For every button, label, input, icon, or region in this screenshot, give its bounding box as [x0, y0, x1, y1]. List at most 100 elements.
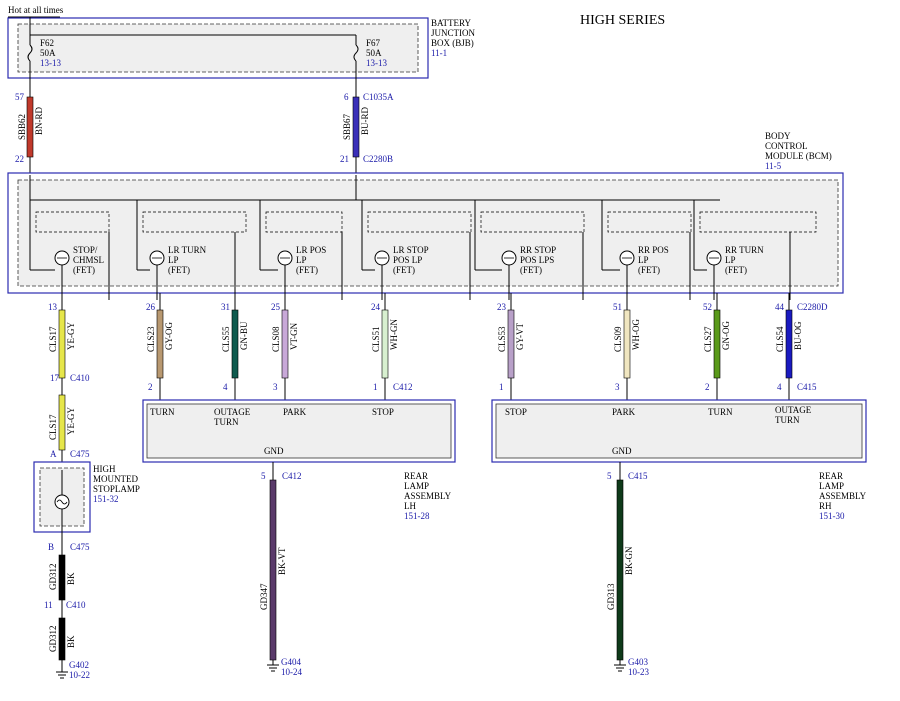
dest-conn: C415: [797, 382, 817, 392]
diagram-title: HIGH SERIES: [580, 13, 665, 28]
fuse-f62-amps: 50A: [40, 48, 56, 58]
lh-name-1: REAR: [404, 471, 428, 481]
lh-name-3: ASSEMBLY: [404, 491, 452, 501]
bcm-name-3: MODULE (BCM): [765, 151, 832, 161]
bcm-pin: 52: [703, 302, 712, 312]
bjb-name-2: JUNCTION: [431, 28, 475, 38]
rear-lamp-lh-inner: [146, 403, 452, 459]
fet-control-box: [367, 211, 472, 233]
wire-gd312-seg1: [58, 554, 66, 601]
lh-term-park: PARK: [283, 407, 307, 417]
bcm-pin: 31: [221, 302, 230, 312]
chmsl-pin-b: B: [48, 542, 54, 552]
bcm-pin: 25: [271, 302, 281, 312]
lh-gnd-color: BK-VT: [277, 547, 287, 575]
hot-at-all-times-label: Hot at all times: [8, 5, 64, 15]
fet-label: (FET): [520, 265, 542, 275]
fuse-f67-ref: 13-13: [366, 58, 387, 68]
rh-name-2: LAMP: [819, 481, 844, 491]
lh-gnd-conn: C412: [282, 471, 302, 481]
fuse-f67-icon: [353, 44, 359, 62]
bcm-pin: 13: [48, 302, 58, 312]
rh-gnd-conn: C415: [628, 471, 648, 481]
chmsl-name-3: STOPLAMP: [93, 484, 140, 494]
ground-symbol-icon: [614, 664, 626, 672]
bjb-ref: 11-1: [431, 48, 447, 58]
fet-label: RR STOP: [520, 245, 556, 255]
fuse-f62-ref: 13-13: [40, 58, 61, 68]
fet-label: LR STOP: [393, 245, 429, 255]
fet-label: (FET): [725, 265, 747, 275]
rh-term-outage-1: OUTAGE: [775, 405, 812, 415]
wire-color: VT-GN: [289, 322, 299, 350]
bcm-inner: [17, 179, 839, 287]
feed2-pin-bottom: 21: [340, 154, 349, 164]
fet-label: (FET): [393, 265, 415, 275]
rh-term-outage-2: TURN: [775, 415, 800, 425]
rh-gnd-circuit: GD313: [606, 583, 616, 610]
chmsl-ground: G402: [69, 660, 89, 670]
bjb-name-3: BOX (BJB): [431, 38, 474, 48]
feed1-pin-bottom: 22: [15, 154, 24, 164]
fuse-f62-icon: [27, 44, 33, 62]
lh-gnd-pin: 5: [261, 471, 266, 481]
fet-control-box: [265, 211, 343, 233]
fet-label: LR TURN: [168, 245, 207, 255]
wire-circuit: CLS08: [271, 326, 281, 352]
chmsl-seg2-color: YE-GY: [66, 407, 76, 435]
wire-circuit: CLS27: [703, 326, 713, 352]
wire-color: GY-OG: [164, 322, 174, 350]
dest-pin: 3: [615, 382, 620, 392]
fet-label: LP: [725, 255, 736, 265]
bcm-ref: 11-5: [765, 161, 782, 171]
fet-label: LP: [168, 255, 179, 265]
wire-circuit: CLS54: [775, 326, 785, 352]
lh-term-gnd: GND: [264, 446, 284, 456]
rh-term-park: PARK: [612, 407, 636, 417]
wire-circuit: CLS53: [497, 326, 507, 352]
dest-pin: 2: [148, 382, 153, 392]
wire-circuit: CLS51: [371, 326, 381, 352]
fet-label: CHMSL: [73, 255, 104, 265]
lh-term-stop: STOP: [372, 407, 394, 417]
feed2-color: BU-RD: [360, 106, 370, 135]
chmsl-gnd2-circuit: GD312: [48, 626, 58, 653]
bcm-name-2: CONTROL: [765, 141, 808, 151]
wire-circuit: CLS23: [146, 326, 156, 352]
rh-term-stop: STOP: [505, 407, 527, 417]
wire-color: WH-OG: [631, 319, 641, 350]
chmsl-pin-11: 11: [44, 600, 53, 610]
fuse-f67-id: F67: [366, 38, 381, 48]
fet-control-box: [607, 211, 692, 233]
bcm-pin: 44: [775, 302, 785, 312]
wire-cls17-seg2: [58, 394, 66, 451]
wire-circuit: CLS09: [613, 326, 623, 352]
svg-text:JUNCTION: JUNCTION: [431, 28, 475, 38]
wire-color: YE-GY: [66, 322, 76, 350]
fet-label: LP: [296, 255, 307, 265]
fuse-f62-id: F62: [40, 38, 54, 48]
bcm-pin: 51: [613, 302, 622, 312]
rh-gnd-pin: 5: [607, 471, 612, 481]
feed2-pin-top: 6: [344, 92, 349, 102]
chmsl-conn-a: C475: [70, 449, 90, 459]
lh-term-outage-1: OUTAGE: [214, 407, 251, 417]
svg-text:BOX (BJB): BOX (BJB): [431, 38, 474, 48]
lh-gnd-circuit: GD347: [259, 583, 269, 610]
bcm-pin: 23: [497, 302, 507, 312]
fet-label: LP: [638, 255, 649, 265]
dest-pin: 1: [499, 382, 504, 392]
ground-symbol-icon: [267, 664, 279, 672]
dest-pin: 4: [223, 382, 228, 392]
dest-pin: 1: [373, 382, 378, 392]
wire-color: GN-BU: [239, 321, 249, 350]
fet-label: (FET): [296, 265, 318, 275]
rh-ground: G403: [628, 657, 648, 667]
